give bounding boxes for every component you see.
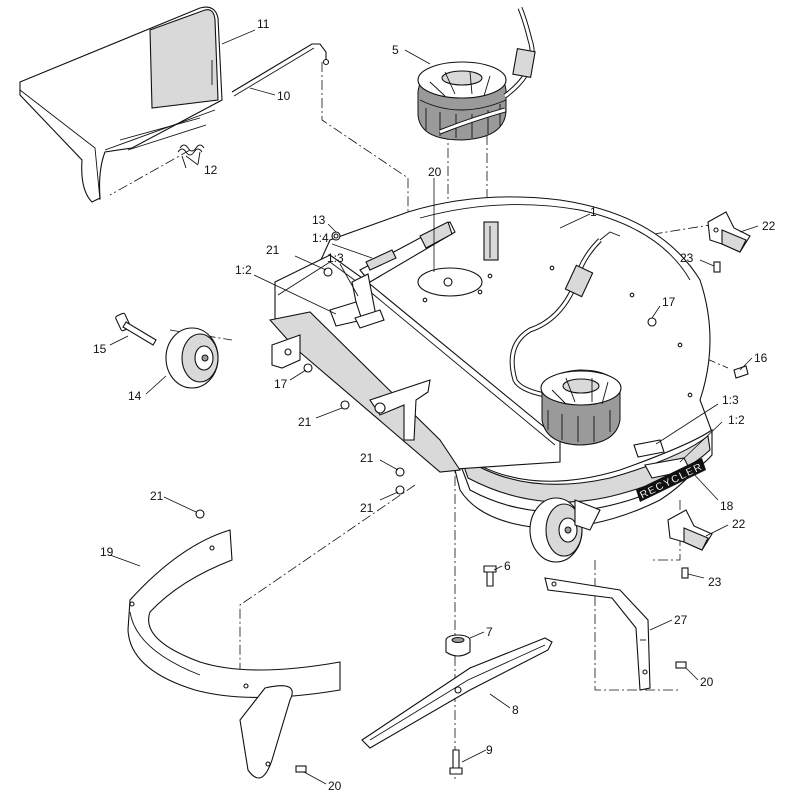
callout-14: 14 — [128, 389, 142, 403]
grass-deflector-11 — [19, 6, 223, 203]
callout-1-3-left: 1:3 — [327, 251, 344, 265]
callout-21-e: 21 — [150, 489, 164, 503]
callout-1-2-left: 1:2 — [235, 263, 252, 277]
gauge-wheel-front — [529, 497, 601, 563]
torsion-spring-12 — [177, 144, 205, 169]
shield-bracket-22-top — [707, 211, 751, 253]
callout-22-bottom: 22 — [732, 517, 746, 531]
leader-lines — [109, 29, 759, 785]
callout-9: 9 — [486, 743, 493, 757]
shield-bracket-22-bottom — [667, 509, 713, 551]
deflector-rod-10 — [231, 43, 330, 97]
callout-20-right: 20 — [700, 675, 714, 689]
callout-23-top: 23 — [680, 251, 694, 265]
axle-bolt-15 — [115, 312, 157, 346]
callout-21-c: 21 — [360, 451, 374, 465]
callout-23-bottom: 23 — [708, 575, 722, 589]
callout-13: 13 — [312, 213, 326, 227]
callout-22-top: 22 — [762, 219, 776, 233]
blade-8 — [361, 637, 553, 749]
callout-21-b: 21 — [298, 415, 312, 429]
callout-21-a: 21 — [266, 243, 280, 257]
callout-20-top: 20 — [428, 165, 442, 179]
callout-10: 10 — [277, 89, 291, 103]
baffle-19 — [127, 529, 341, 779]
callout-21-d: 21 — [360, 501, 374, 515]
deck-channel — [268, 221, 561, 473]
callout-8: 8 — [512, 703, 519, 717]
callout-17-right: 17 — [662, 295, 676, 309]
gauge-wheel-14 — [165, 327, 219, 389]
callout-11: 11 — [257, 17, 270, 31]
callout-1: 1 — [590, 205, 597, 219]
callout-1-2-right: 1:2 — [728, 413, 745, 427]
callout-15: 15 — [93, 342, 107, 356]
callout-labels: 11 10 12 5 20 1 22 23 13 1:4 21 1:3 1:2 … — [93, 17, 776, 793]
blade-motor-5 — [417, 7, 536, 141]
callout-1-4: 1:4 — [312, 231, 329, 245]
callout-27: 27 — [674, 613, 688, 627]
side-deflector-27 — [544, 577, 651, 691]
callout-1-3-right: 1:3 — [722, 393, 739, 407]
callout-6: 6 — [504, 559, 511, 573]
callout-12: 12 — [204, 163, 218, 177]
callout-7: 7 — [486, 625, 493, 639]
callout-20-bottom: 20 — [328, 779, 342, 793]
callout-16: 16 — [754, 351, 768, 365]
callout-17-left: 17 — [274, 377, 288, 391]
spacer-7 — [445, 634, 471, 657]
blade-motor-on-deck — [540, 369, 622, 446]
callout-18: 18 — [720, 499, 734, 513]
callout-5: 5 — [392, 43, 399, 57]
callout-19: 19 — [100, 545, 114, 559]
